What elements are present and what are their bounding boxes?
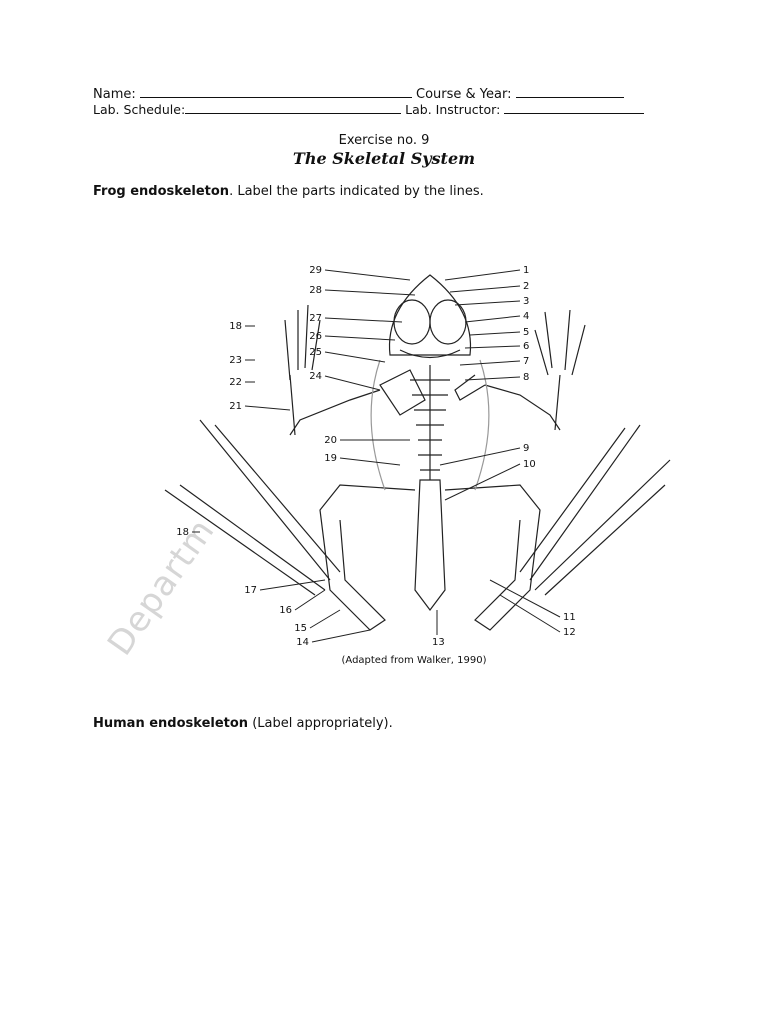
diagram-label: 13 (432, 637, 445, 648)
left-foot (164, 419, 341, 596)
right-scapula (454, 374, 486, 401)
diagram-label: 28 (309, 285, 322, 296)
right-humerus (484, 384, 561, 431)
body-outline (370, 359, 490, 491)
schedule-label: Lab. Schedule: (93, 102, 186, 117)
course-blank[interactable] (515, 86, 624, 98)
header-row-1: Name: Course & Year: (93, 86, 624, 102)
leader-line (464, 376, 521, 381)
exercise-title: The Skeletal System (292, 149, 476, 168)
name-label: Name: (93, 87, 136, 102)
diagram-label: 7 (523, 356, 529, 367)
leader-line (454, 300, 521, 306)
instructor-blank[interactable] (504, 102, 645, 114)
leader-line (259, 579, 326, 591)
header-row-2: Lab. Schedule: Lab. Instructor: (93, 102, 645, 117)
leader-line (324, 375, 381, 391)
leader-line (449, 285, 521, 293)
diagram-label: 16 (279, 605, 292, 616)
leader-line (324, 335, 396, 341)
leader-line (439, 447, 521, 466)
leader-line (469, 331, 521, 336)
vertebrae (410, 379, 450, 471)
diagram-label: 19 (324, 453, 337, 464)
diagram-label: 18 (176, 527, 189, 538)
leader-line (444, 463, 521, 501)
label-13: 13 (432, 610, 445, 648)
leader-line (499, 594, 561, 633)
diagram-label: 26 (309, 331, 322, 342)
right-foot (519, 424, 671, 596)
exercise-number: Exercise no. 9 (338, 133, 430, 148)
course-label: Course & Year: (416, 87, 512, 102)
leader-line (459, 360, 521, 366)
diagram-label: 24 (309, 371, 322, 382)
leader-line (324, 317, 403, 323)
leader-line (339, 457, 401, 466)
name-blank[interactable] (139, 86, 412, 98)
diagram-label: 11 (563, 612, 576, 623)
figure-credit: (Adapted from Walker, 1990) (341, 655, 487, 666)
instructor-label: Lab. Instructor: (405, 102, 501, 117)
diagram-label: 18 (229, 321, 242, 332)
leader-line (324, 289, 416, 296)
left-femur-tibiofibula (319, 484, 416, 631)
diagram-label: 5 (523, 327, 529, 338)
left-scapula (379, 369, 426, 416)
schedule-blank[interactable] (185, 102, 402, 114)
frog-section-title: Frog endoskeleton (93, 184, 230, 199)
diagram-label: 3 (523, 296, 529, 307)
diagram-label: 22 (229, 377, 242, 388)
diagram-label: 8 (523, 372, 529, 383)
diagram-label: 29 (309, 265, 322, 276)
diagram-label: 25 (309, 347, 322, 358)
leader-line (309, 609, 341, 629)
diagram-label: 12 (563, 627, 576, 638)
diagram-label: 17 (244, 585, 257, 596)
leader-line (464, 345, 521, 349)
right-femur-tibiofibula (444, 484, 541, 631)
diagram-label: 20 (324, 435, 337, 446)
leader-line (464, 315, 521, 323)
diagram-label: 14 (296, 637, 309, 648)
diagram-label: 6 (523, 341, 529, 352)
diagram-label: 21 (229, 401, 242, 412)
diagram-label: 15 (294, 623, 307, 634)
diagram-label: 10 (523, 459, 536, 470)
diagram-label: 4 (523, 311, 529, 322)
human-instruction: Human endoskeleton (Label appropriately)… (93, 716, 393, 731)
right-orbit (429, 299, 467, 345)
diagram-label: 27 (309, 313, 322, 324)
human-section-title: Human endoskeleton (93, 716, 249, 731)
frog-instruction: Frog endoskeleton. Label the parts indic… (93, 184, 484, 199)
leader-line (324, 351, 386, 363)
leader-line (324, 269, 411, 281)
human-instruction-text: (Label appropriately). (248, 716, 393, 731)
skull-base (399, 349, 461, 359)
diagram-label: 23 (229, 355, 242, 366)
right-hand (534, 309, 586, 431)
frog-instruction-text: . Label the parts indicated by the lines… (229, 184, 484, 199)
left-humerus (289, 389, 381, 436)
diagram-label: 2 (523, 281, 529, 292)
leader-line (294, 589, 326, 611)
leader-line (444, 269, 521, 281)
leader-line (489, 579, 561, 618)
diagram-label: 9 (523, 443, 529, 454)
left-hand (284, 304, 321, 436)
leader-line (311, 629, 371, 643)
frog-skeleton-drawing (164, 274, 671, 631)
leader-line (244, 405, 291, 411)
diagram-label: 1 (523, 265, 529, 276)
urostyle-pelvis (414, 479, 446, 611)
skull-outline (388, 274, 472, 356)
